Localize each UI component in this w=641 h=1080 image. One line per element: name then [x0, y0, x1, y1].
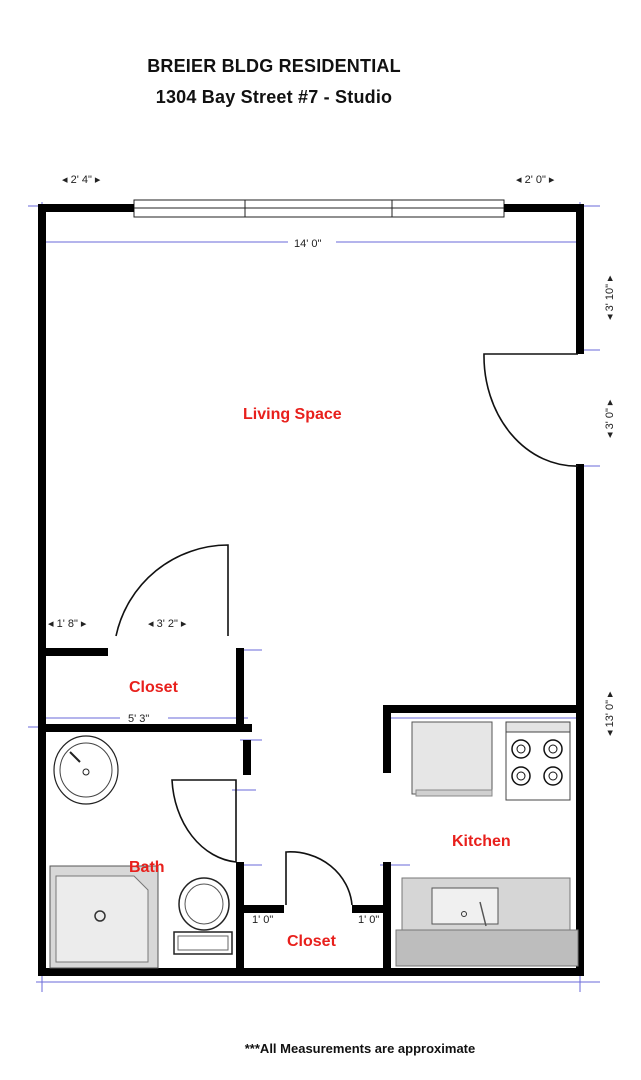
room-living-space: Living Space	[243, 406, 342, 423]
plan-title: BREIER BLDG RESIDENTIAL	[147, 56, 401, 76]
dim-closet-door: ◂ 3' 2" ▸	[148, 618, 187, 630]
dim-top-left: ◂ 2' 4" ▸	[62, 174, 101, 186]
dim-right-door: ◂ 3' 0" ▸	[604, 399, 616, 438]
refrigerator	[411, 721, 493, 797]
room-closet-2: Closet	[287, 933, 337, 950]
toilet	[173, 877, 233, 955]
room-bath: Bath	[129, 859, 165, 876]
dim-overall-width: 14' 0"	[294, 238, 322, 250]
kitchen-counter	[395, 877, 579, 967]
fixtures	[49, 721, 579, 969]
walls	[38, 204, 584, 976]
dimension-labels: ◂ 2' 4" ▸ ◂ 2' 0" ▸ 14' 0" ◂ 3' 10" ▸ ◂ …	[48, 174, 616, 926]
bath-sink	[53, 735, 119, 805]
dim-bath-width: 5' 3"	[128, 713, 149, 725]
dim-closet2-left: 1' 0"	[252, 914, 273, 926]
room-labels: Living Space Closet Bath Kitchen Closet	[129, 406, 511, 950]
room-kitchen: Kitchen	[452, 833, 511, 850]
room-closet-1: Closet	[129, 679, 179, 696]
window	[133, 199, 505, 218]
dim-right-lower: ◂ 13' 0" ▸	[604, 691, 616, 736]
shower	[49, 865, 159, 969]
plan-subtitle: 1304 Bay Street #7 - Studio	[155, 87, 393, 107]
dim-top-right: ◂ 2' 0" ▸	[516, 174, 555, 186]
stove	[505, 721, 571, 801]
measurement-note: ***All Measurements are approximate	[244, 1041, 476, 1056]
dim-closet2-right: 1' 0"	[358, 914, 379, 926]
dim-right-upper: ◂ 3' 10" ▸	[604, 275, 616, 320]
dim-closet-left: ◂ 1' 8" ▸	[48, 618, 87, 630]
door-swings	[115, 353, 579, 906]
